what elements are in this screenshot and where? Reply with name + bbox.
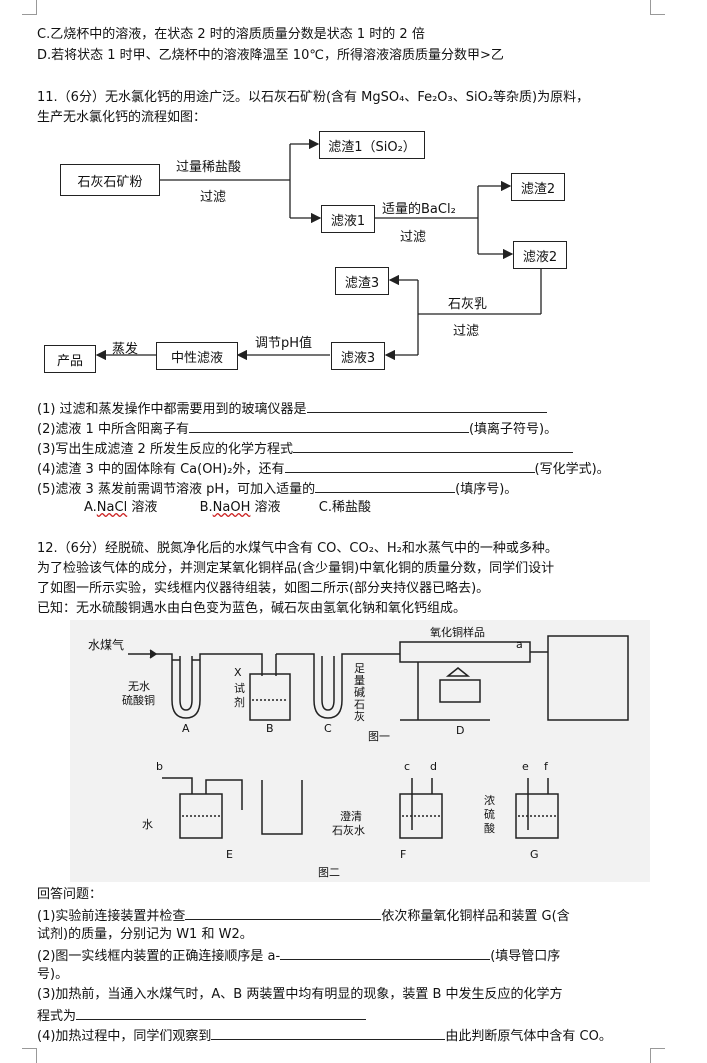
apparatus-drawing [128, 635, 629, 839]
q12-part1: (1)实验前连接装置并检查依次称量氧化铜样品和装置 G(含 [37, 906, 570, 926]
flow-step2-operation: 过滤 [400, 230, 427, 245]
x-reagent-label-2: 试 [234, 682, 245, 695]
port-b-label: b [156, 760, 163, 773]
q12-part2: (2)图一实线框内装置的正确连接顺序是 a-(填导管口序 [37, 946, 560, 966]
soda-lime-label-1: 足 [354, 662, 365, 675]
anhydrous-label-1: 无水 [128, 680, 150, 693]
gas-inlet-label: 水煤气 [88, 638, 125, 652]
soda-lime-label-5: 灰 [354, 710, 365, 723]
q12-intro-line4: 已知：无水硫酸铜遇水由白色变为蓝色，碱石灰由氢氧化钠和氧化钙组成。 [37, 601, 467, 616]
flow-product-box: 产品 [44, 345, 96, 373]
flow-step3-operation: 过滤 [453, 324, 480, 339]
acid-label-1: 浓 [484, 794, 495, 807]
limewater-label-2: 石灰水 [332, 824, 365, 837]
port-a-label: a [516, 638, 523, 651]
q12-part1-cont: 试剂)的质量，分别记为 W1 和 W2。 [37, 927, 253, 942]
answer-heading: 回答问题： [37, 887, 103, 902]
x-reagent-label-3: 剂 [234, 696, 245, 709]
q11-part4: (4)滤渣 3 中的固体除有 Ca(OH)₂外，还有(写化学式)。 [37, 459, 610, 479]
q12-part3-cont: 程式为 [37, 1006, 367, 1026]
flow-step1-reagent: 过量稀盐酸 [176, 160, 242, 175]
acid-label-2: 硫 [484, 808, 495, 821]
x-reagent-label-1: X [234, 666, 242, 679]
flow-step3-reagent: 石灰乳 [448, 297, 488, 312]
flow-residue1-box: 滤渣1（SiO₂） [319, 131, 425, 159]
q11-intro-line1: 11.（6分）无水氯化钙的用途广泛。以石灰石矿粉(含有 MgSO₄、Fe₂O₃、… [37, 90, 590, 105]
apparatus-label-e: E [226, 848, 233, 861]
corner-mark-bottom-left [22, 1048, 37, 1063]
anhydrous-label-2: 硫酸铜 [122, 694, 155, 707]
flowchart-lines [95, 138, 542, 361]
flow-step5-operation: 蒸发 [112, 342, 139, 357]
flow-start-box: 石灰石矿粉 [60, 164, 160, 196]
apparatus-label-a: A [182, 722, 190, 735]
option-c-text: C.乙烧杯中的溶液，在状态 2 时的溶质质量分数是状态 1 时的 2 倍 [37, 27, 425, 42]
acid-label-3: 酸 [484, 822, 495, 835]
q12-intro-line3: 了如图一所示实验，实线框内仪器待组装，如图二所示(部分夹持仪器已略去)。 [37, 581, 490, 596]
option-d-text: D.若将状态 1 时甲、乙烧杯中的溶液降温至 10℃，所得溶液溶质质量分数甲>乙 [37, 48, 504, 63]
q11-part1: (1) 过滤和蒸发操作中都需要用到的玻璃仪器是 [37, 399, 547, 419]
limewater-label-1: 澄清 [340, 810, 362, 823]
corner-mark-top-left [22, 0, 37, 15]
q12-intro-line2: 为了检验该气体的成分，并测定某氧化铜样品(含少量铜)中氧化铜的质量分数，同学们设… [37, 561, 555, 576]
figure2-caption: 图二 [318, 866, 340, 879]
corner-mark-bottom-right [650, 1048, 665, 1063]
port-c-label: c [404, 760, 411, 773]
water-label: 水 [142, 818, 153, 831]
apparatus-label-d: D [456, 724, 465, 737]
soda-lime-label-4: 石 [354, 698, 365, 711]
apparatus-label-b: B [266, 722, 274, 735]
q12-part2-cont: 号)。 [37, 967, 69, 982]
apparatus-figure: 水煤气 氧化铜样品 a 无水 硫酸铜 X 试 剂 足 量 碱 石 灰 A B C… [70, 620, 650, 882]
q12-intro-line1: 12.（6分）经脱硫、脱氮净化后的水煤气中含有 CO、CO₂、H₂和水蒸气中的一… [37, 541, 558, 556]
q11-part3: (3)写出生成滤渣 2 所发生反应的化学方程式 [37, 439, 573, 459]
flow-filtrate3-box: 滤液3 [331, 342, 385, 370]
figure1-caption: 图一 [368, 730, 390, 743]
flow-filtrate2-box: 滤液2 [513, 241, 567, 269]
q11-part2: (2)滤液 1 中所含阳离子有(填离子符号)。 [37, 419, 557, 439]
apparatus-label-g: G [530, 848, 539, 861]
corner-mark-top-right [650, 0, 665, 15]
q11-options: A.NaCl 溶液 B.NaOH 溶液 C.稀盐酸 [84, 500, 372, 515]
port-e-label: e [522, 760, 529, 773]
apparatus-label-c: C [324, 722, 332, 735]
port-f-label: f [544, 760, 548, 773]
port-d-label: d [430, 760, 437, 773]
q12-part3: (3)加热前，当通入水煤气时，A、B 两装置中均有明显的现象，装置 B 中发生反… [37, 987, 563, 1002]
apparatus-label-f: F [400, 848, 407, 861]
q11-part5: (5)滤液 3 蒸发前需调节溶液 pH，可加入适量的(填序号)。 [37, 479, 517, 499]
soda-lime-label-3: 碱 [354, 686, 365, 699]
flow-filtrate1-box: 滤液1 [321, 205, 375, 233]
flow-residue3-box: 滤渣3 [335, 267, 389, 295]
flow-step1-operation: 过滤 [200, 190, 227, 205]
flow-step4-operation: 调节pH值 [255, 336, 313, 351]
q11-intro-line2: 生产无水氯化钙的流程如图： [37, 110, 207, 125]
flow-neutral-box: 中性滤液 [156, 342, 238, 370]
flow-residue2-box: 滤渣2 [511, 173, 565, 201]
cuo-sample-label: 氧化铜样品 [430, 626, 485, 639]
soda-lime-label-2: 量 [354, 674, 365, 687]
flow-step2-reagent: 适量的BaCl₂ [382, 202, 456, 217]
q12-part4: (4)加热过程中，同学们观察到由此判断原气体中含有 CO。 [37, 1026, 612, 1046]
